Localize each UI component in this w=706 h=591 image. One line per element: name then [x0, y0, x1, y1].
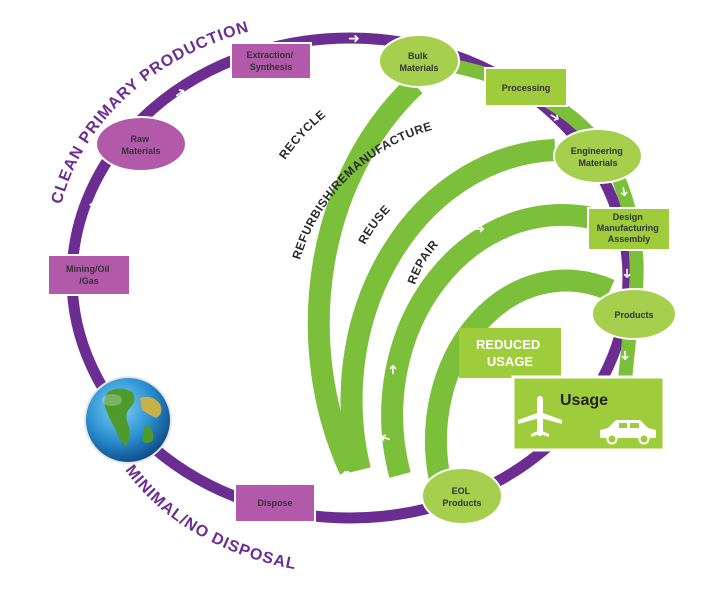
usage-label: Usage	[560, 392, 608, 409]
node-design	[587, 207, 671, 251]
arrow-icon: ➜	[243, 343, 258, 354]
node-processing-label: Processing	[502, 83, 551, 93]
arrow-icon: ➜	[284, 401, 299, 412]
arrow-icon: ➜	[482, 463, 493, 478]
arrow-icon: ➜	[474, 221, 485, 236]
arrow-icon: ➜	[385, 364, 400, 375]
node-eol-products-label: EOL Products	[442, 486, 481, 508]
label-recycle: RECYCLE	[276, 107, 328, 162]
node-dispose	[234, 483, 316, 523]
node-mining-label: Mining/Oil /Gas	[66, 264, 112, 286]
node-extraction	[230, 42, 312, 80]
node-dispose-label: Dispose	[257, 498, 292, 508]
arrow-icon: ➜	[482, 179, 493, 194]
reuse-arc	[381, 203, 603, 478]
reduced-usage-box	[459, 328, 561, 378]
arrow-icon: ➜	[367, 85, 383, 103]
node-bulk-materials	[378, 34, 460, 88]
node-engineering-materials-label: Engineering Materials	[571, 146, 626, 168]
arrow-icon: ➜	[331, 289, 346, 300]
arrow-icon: ➜	[83, 199, 101, 213]
node-eol-products	[421, 467, 503, 525]
airplane-icon	[518, 396, 562, 437]
reduced-usage-label: REDUCED USAGE	[476, 337, 544, 369]
node-engineering-materials	[553, 128, 643, 184]
arrow-icon: ➜	[366, 522, 378, 538]
arrow-icon: ➜	[616, 185, 633, 198]
node-mining	[47, 254, 131, 296]
node-products-label: Products	[614, 310, 653, 320]
node-raw-materials	[95, 116, 187, 172]
globe-icon	[84, 376, 172, 464]
repair-arc	[424, 269, 615, 483]
refurbish-arc	[340, 139, 556, 473]
arrow-icon: ➜	[81, 330, 99, 344]
node-products	[591, 288, 677, 340]
recycle-arc	[307, 76, 423, 475]
arrow-icon: ➜	[341, 467, 352, 482]
node-raw-materials-label: Raw Materials	[121, 134, 160, 156]
arrow-icon: ➜	[348, 30, 360, 46]
arrow-icon: ➜	[618, 350, 633, 361]
node-processing	[484, 67, 568, 107]
arrow-icon: ➜	[378, 429, 393, 447]
node-bulk-materials-label: Bulk Materials	[399, 51, 438, 73]
purple-arrows: ➜ ➜ ➜ ➜ ➜ ➜	[81, 30, 378, 538]
node-design-label: Design Manufacturing Assembly	[597, 212, 662, 244]
arrow-icon: ➜	[238, 221, 253, 232]
node-extraction-label: Extraction/ Synthesis	[246, 50, 295, 72]
car-icon	[600, 420, 656, 445]
arrow-icon: ➜	[620, 268, 635, 279]
arrow-icon: ➜	[178, 481, 194, 500]
